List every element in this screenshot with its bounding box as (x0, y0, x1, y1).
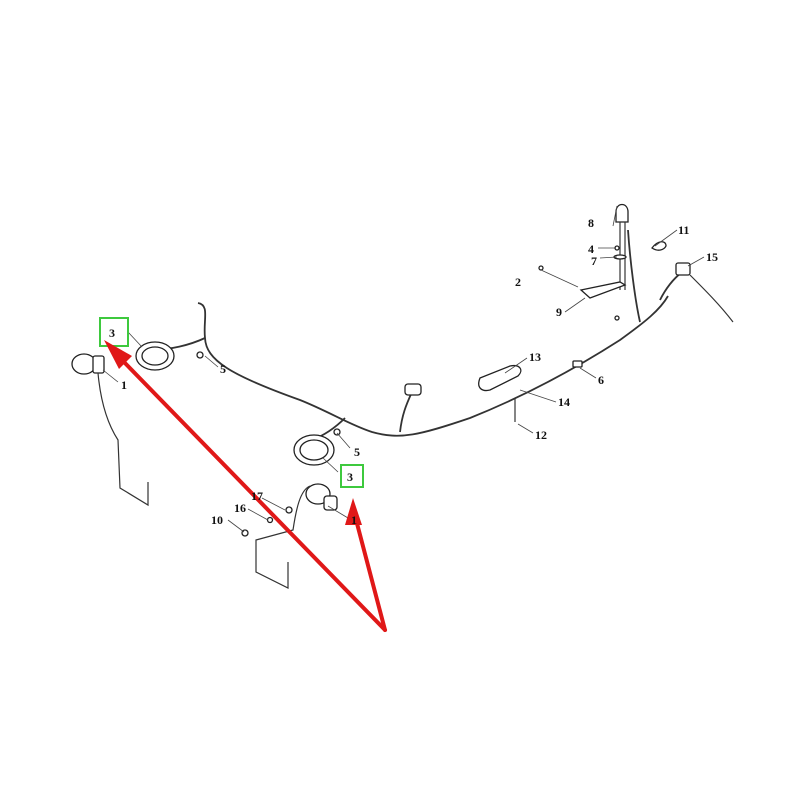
label-5-center: 5 (354, 445, 360, 459)
label-13: 13 (529, 350, 541, 364)
control-module-13 (478, 364, 522, 392)
center-lamp-bracket (323, 495, 338, 511)
left-headlamp-lens (141, 346, 169, 366)
label-11: 11 (678, 223, 689, 237)
label-6: 6 (598, 373, 604, 387)
label-1-center: 1 (351, 513, 357, 527)
nut-5-left (196, 351, 204, 359)
left-lamp-cable (97, 372, 149, 507)
clip-11 (651, 241, 667, 251)
label-8: 8 (588, 216, 594, 230)
harness-branch-right (627, 229, 641, 323)
red-arrowhead-right (345, 498, 362, 525)
harness-branch-sensor (659, 271, 683, 301)
leader-lines (102, 205, 705, 533)
label-16: 16 (234, 501, 246, 515)
label-3-center: 3 (347, 470, 353, 484)
center-headlamp-lens (299, 439, 329, 461)
label-15: 15 (706, 250, 718, 264)
label-1-left: 1 (121, 378, 127, 392)
red-arrow-right (352, 510, 387, 632)
center-lamp-cable (255, 485, 311, 589)
label-7: 7 (591, 254, 597, 268)
clip-6 (572, 360, 583, 368)
harness-cable-15 (689, 274, 734, 323)
sensor-15 (675, 262, 691, 276)
nut-17 (285, 506, 293, 514)
washer-16 (266, 516, 274, 524)
label-17: 17 (251, 489, 263, 503)
highlight-box-center (340, 464, 364, 488)
bolt-bottom (614, 315, 620, 321)
label-5-left: 5 (220, 362, 226, 376)
label-4: 4 (588, 242, 594, 256)
beacon-bracket-9 (579, 281, 627, 299)
label-9: 9 (556, 305, 562, 319)
nut-5-center (333, 428, 341, 436)
left-lamp-bracket (92, 355, 105, 374)
label-14: 14 (558, 395, 570, 409)
harness-branch-grommet (399, 391, 413, 433)
label-12: 12 (535, 428, 547, 442)
label-3-left: 3 (109, 326, 115, 340)
bolt-2 (538, 265, 544, 271)
main-harness (197, 295, 669, 437)
label-2: 2 (515, 275, 521, 289)
beacon-lamp-8 (615, 203, 629, 223)
label-10: 10 (211, 513, 223, 527)
grommet (404, 383, 422, 396)
red-arrow-left (120, 358, 387, 632)
red-arrowhead-left (104, 340, 132, 369)
